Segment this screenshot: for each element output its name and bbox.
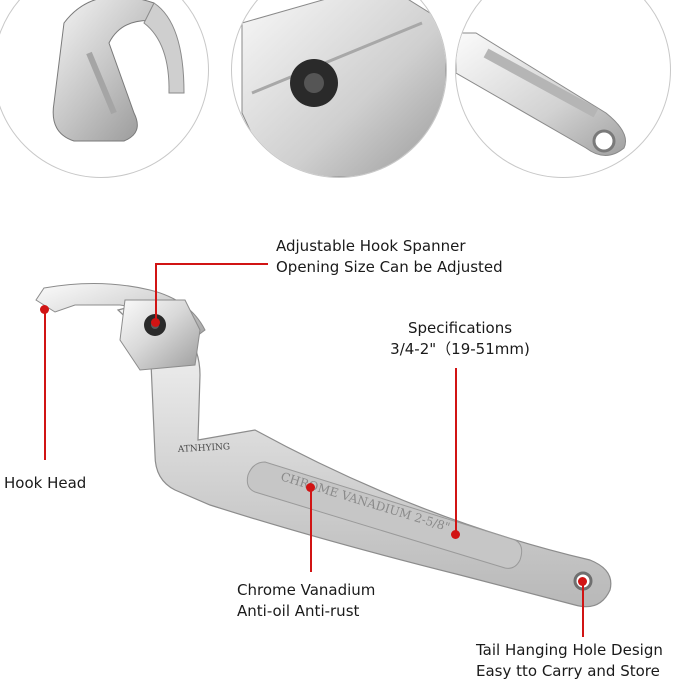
specifications-callout-dot bbox=[451, 530, 460, 539]
hook-head-callout-line bbox=[44, 312, 46, 460]
chrome-label-line1: Chrome Vanadium bbox=[237, 581, 376, 599]
detail-circle-tail bbox=[455, 0, 671, 178]
adjustable-label-line1: Adjustable Hook Spanner bbox=[276, 237, 466, 255]
adjustable-callout-dot bbox=[151, 318, 160, 327]
hook-head-callout-dot bbox=[40, 305, 49, 314]
tail-label-line1: Tail Hanging Hole Design bbox=[476, 641, 663, 659]
tail-callout-dot bbox=[578, 577, 587, 586]
adjustable-label: Adjustable Hook Spanner Opening Size Can… bbox=[276, 236, 503, 278]
chrome-callout-dot bbox=[306, 483, 315, 492]
tail-closeup-image bbox=[456, 32, 626, 156]
tail-label: Tail Hanging Hole Design Easy tto Carry … bbox=[476, 640, 663, 682]
specifications-label: Specifications 3/4-2"（19-51mm) bbox=[385, 318, 535, 360]
detail-circle-pivot bbox=[231, 0, 447, 178]
detail-circle-hook bbox=[0, 0, 209, 178]
specifications-callout-line bbox=[455, 368, 457, 533]
hook-closeup-image bbox=[52, 0, 185, 142]
adjustable-label-line2: Opening Size Can be Adjusted bbox=[276, 258, 503, 276]
specifications-label-line2: 3/4-2"（19-51mm) bbox=[390, 340, 530, 358]
brand-engraving: ATNHYING bbox=[177, 442, 231, 455]
adjustable-callout-line-v bbox=[155, 263, 157, 321]
chrome-callout-line bbox=[310, 488, 312, 572]
tail-callout-line bbox=[582, 585, 584, 637]
tail-label-line2: Easy tto Carry and Store bbox=[476, 662, 660, 680]
hook-head-label: Hook Head bbox=[4, 473, 86, 494]
hook-head-label-line1: Hook Head bbox=[4, 474, 87, 492]
adjustable-callout-line-h bbox=[156, 263, 268, 265]
specifications-label-line1: Specifications bbox=[407, 319, 513, 337]
chrome-label: Chrome Vanadium Anti-oil Anti-rust bbox=[237, 580, 375, 622]
chrome-label-line2: Anti-oil Anti-rust bbox=[237, 602, 360, 620]
pivot-closeup-image bbox=[241, 0, 446, 177]
